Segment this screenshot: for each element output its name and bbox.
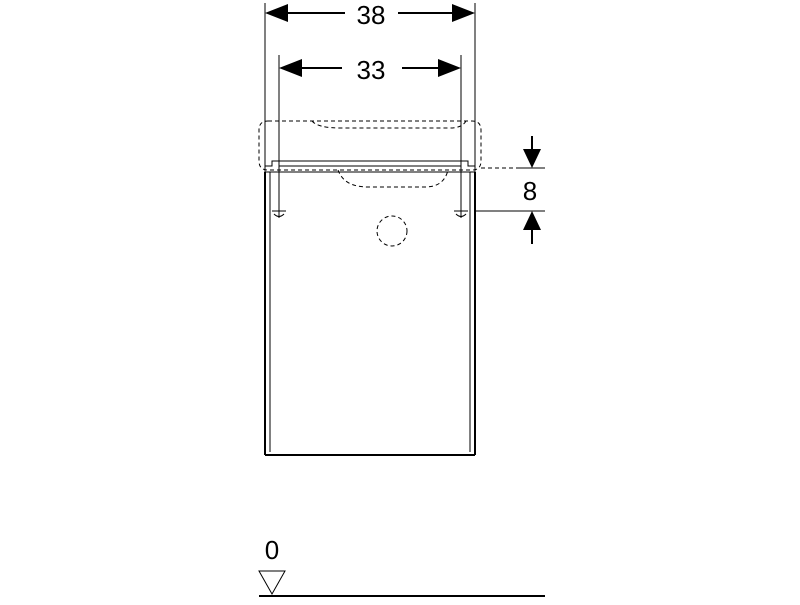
washbasin-outline [258,120,520,188]
mounting-point-right [454,205,468,218]
countertop-right-step [457,160,476,172]
basin-top-curve [311,120,467,129]
dimension-drop: 8 [475,136,545,244]
countertop-left-step [264,160,283,172]
floor-level-label: 0 [265,535,279,565]
level-triangle-icon [258,570,286,596]
basin-bowl [337,169,449,188]
arrowhead-up [523,211,541,230]
arrowhead-right [452,4,475,22]
arrowhead-left [265,4,288,22]
arrowhead-left [279,59,302,77]
cabinet [264,160,476,456]
drain-cutout [376,215,408,247]
dimension-label-drop: 8 [523,176,537,206]
basin-rim [258,120,482,171]
floor-level: 0 [258,535,545,597]
dimension-inner-width: 33 [278,55,462,205]
dimension-label-inner-width: 33 [357,55,386,85]
dimension-label-outer-width: 38 [357,0,386,30]
mounting-point-left [272,205,286,218]
dimension-outer-width: 38 [264,0,476,170]
arrowhead-right [438,59,461,77]
arrowhead-down [523,149,541,168]
